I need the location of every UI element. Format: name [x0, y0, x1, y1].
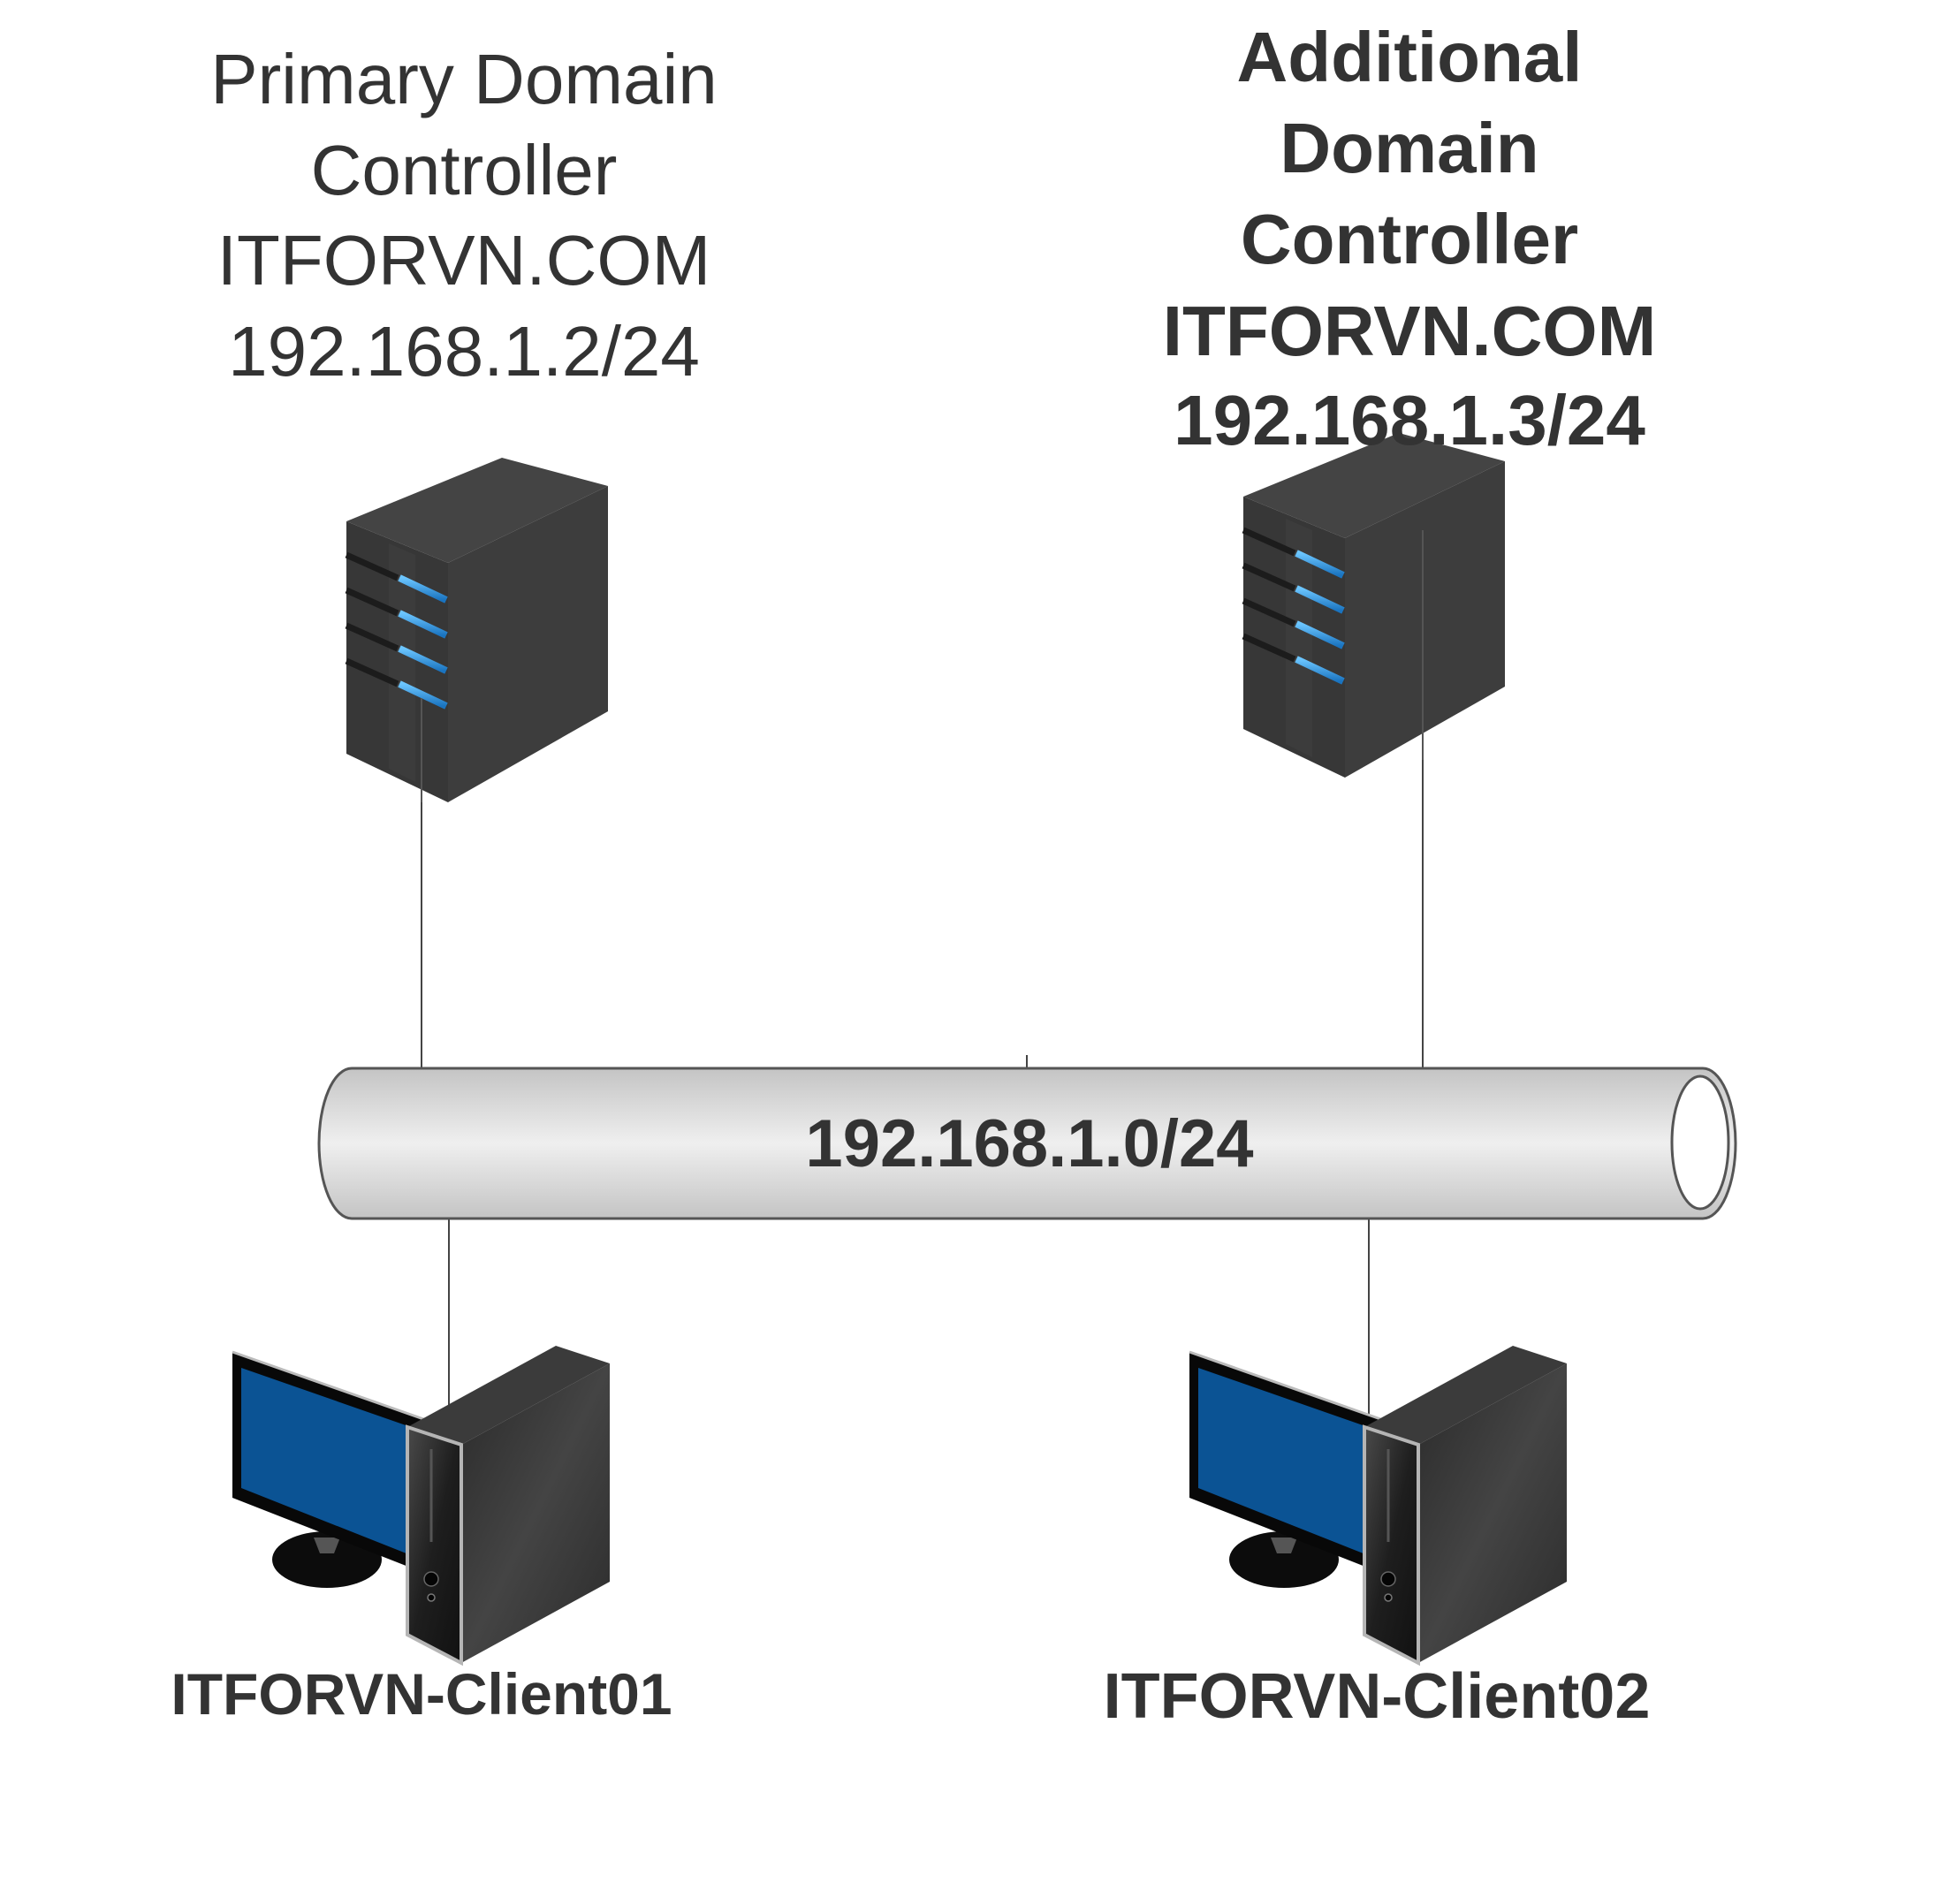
network-pipe[interactable]	[317, 1067, 1737, 1220]
additional-dc-line-2: Domain	[1280, 109, 1538, 187]
primary-dc-server-icon[interactable]	[346, 458, 608, 802]
additional-dc-label: Additional Domain Controller ITFORVN.COM…	[1163, 18, 1657, 459]
additional-dc-line-4: ITFORVN.COM	[1163, 292, 1657, 370]
primary-dc-line-4: 192.168.1.2/24	[228, 312, 700, 391]
client02-computer-icon[interactable]	[1188, 1344, 1569, 1665]
additional-dc-line-5: 192.168.1.3/24	[1174, 381, 1645, 459]
primary-dc-line-1: Primary Domain	[210, 40, 717, 118]
network-label: 192.168.1.0/24	[805, 1106, 1253, 1181]
additional-dc-line-3: Controller	[1241, 200, 1578, 278]
client01-label: ITFORVN-Client01	[171, 1661, 672, 1727]
primary-dc-line-3: ITFORVN.COM	[217, 221, 711, 300]
client01-computer-icon[interactable]	[231, 1344, 612, 1665]
primary-dc-line-2: Controller	[311, 131, 618, 209]
primary-dc-label: Primary Domain Controller ITFORVN.COM 19…	[210, 40, 717, 391]
additional-dc-line-1: Additional	[1236, 18, 1582, 96]
client02-label: ITFORVN-Client02	[1104, 1661, 1651, 1732]
additional-dc-server-icon[interactable]	[1243, 433, 1505, 778]
